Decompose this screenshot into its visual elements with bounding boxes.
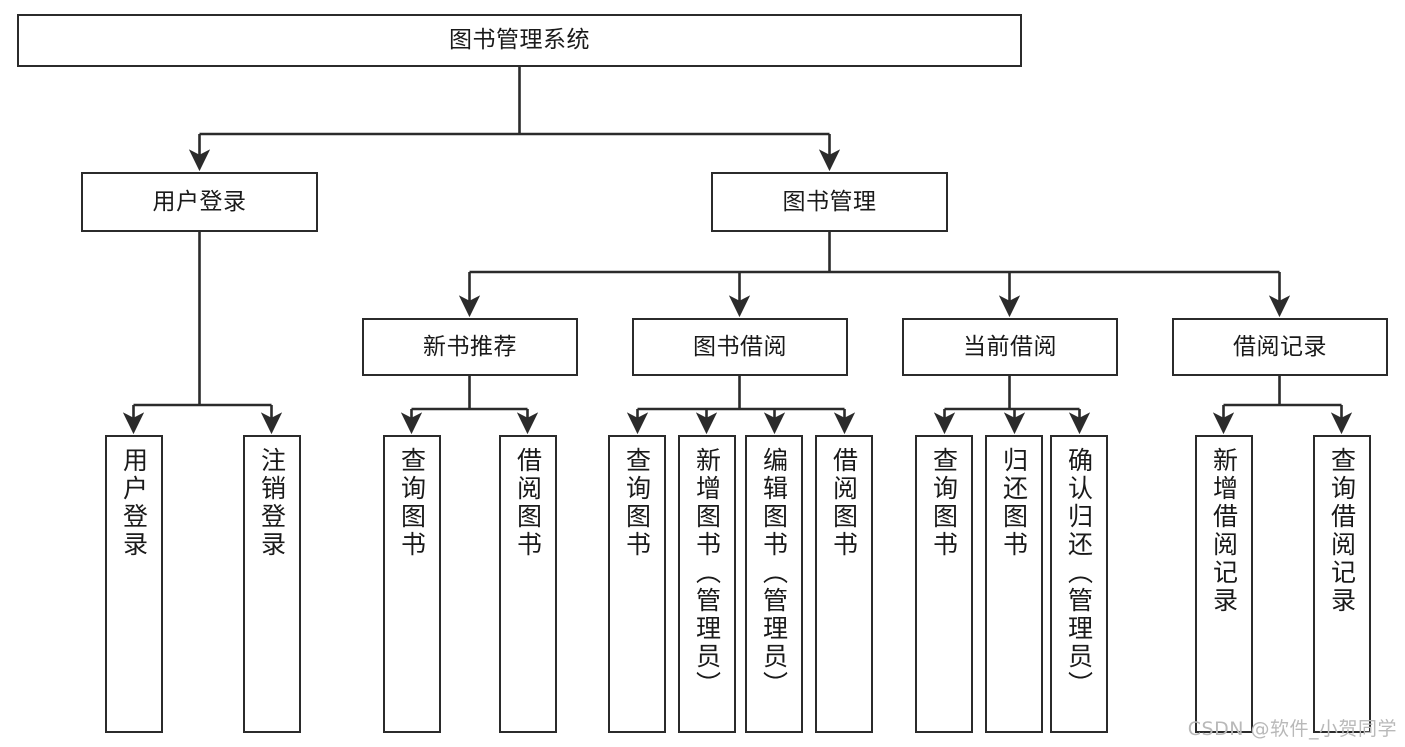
- node-book-management[interactable]: 图书管理: [711, 172, 948, 232]
- node-label: 确认归还（管理员）: [1064, 447, 1094, 699]
- leaf-borrow-query-book[interactable]: 查询图书: [608, 435, 666, 733]
- node-label: 新增图书（管理员）: [692, 447, 722, 699]
- node-label: 新书推荐: [423, 333, 517, 360]
- node-label: 图书管理: [782, 188, 877, 215]
- node-label: 编辑图书（管理员）: [759, 447, 789, 699]
- leaf-current-confirm-return-admin[interactable]: 确认归还（管理员）: [1050, 435, 1108, 733]
- leaf-records-query-record[interactable]: 查询借阅记录: [1313, 435, 1371, 733]
- leaf-borrow-borrow-book[interactable]: 借阅图书: [815, 435, 873, 733]
- node-label: 图书借阅: [693, 333, 787, 360]
- node-label: 用户登录: [152, 188, 247, 215]
- watermark-text: CSDN @软件_小贺同学: [1187, 718, 1397, 740]
- node-label: 当前借阅: [963, 333, 1057, 360]
- leaf-user-login-login[interactable]: 用户登录: [105, 435, 163, 733]
- node-new-book-recommend[interactable]: 新书推荐: [362, 318, 578, 376]
- leaf-new-book-borrow[interactable]: 借阅图书: [499, 435, 557, 733]
- leaf-borrow-add-book-admin[interactable]: 新增图书（管理员）: [678, 435, 736, 733]
- node-label: 借阅图书: [829, 447, 859, 559]
- leaf-current-query-book[interactable]: 查询图书: [915, 435, 973, 733]
- node-label: 查询图书: [929, 447, 959, 559]
- node-label: 借阅图书: [513, 447, 543, 559]
- leaf-current-return-book[interactable]: 归还图书: [985, 435, 1043, 733]
- node-label: 注销登录: [257, 447, 287, 559]
- leaf-user-login-logout[interactable]: 注销登录: [243, 435, 301, 733]
- node-root-book-management-system[interactable]: 图书管理系统: [17, 14, 1022, 67]
- node-label: 图书管理系统: [449, 27, 590, 53]
- node-borrow-records[interactable]: 借阅记录: [1172, 318, 1388, 376]
- node-label: 查询图书: [622, 447, 652, 559]
- node-current-borrow[interactable]: 当前借阅: [902, 318, 1118, 376]
- leaf-borrow-edit-book-admin[interactable]: 编辑图书（管理员）: [745, 435, 803, 733]
- leaf-records-add-record[interactable]: 新增借阅记录: [1195, 435, 1253, 733]
- node-label: 归还图书: [999, 447, 1029, 559]
- node-label: 用户登录: [119, 447, 149, 559]
- node-user-login[interactable]: 用户登录: [81, 172, 318, 232]
- leaf-new-book-query[interactable]: 查询图书: [383, 435, 441, 733]
- node-label: 借阅记录: [1233, 333, 1327, 360]
- node-label: 新增借阅记录: [1209, 447, 1239, 615]
- node-book-borrow[interactable]: 图书借阅: [632, 318, 848, 376]
- node-label: 查询借阅记录: [1327, 447, 1357, 615]
- node-label: 查询图书: [397, 447, 427, 559]
